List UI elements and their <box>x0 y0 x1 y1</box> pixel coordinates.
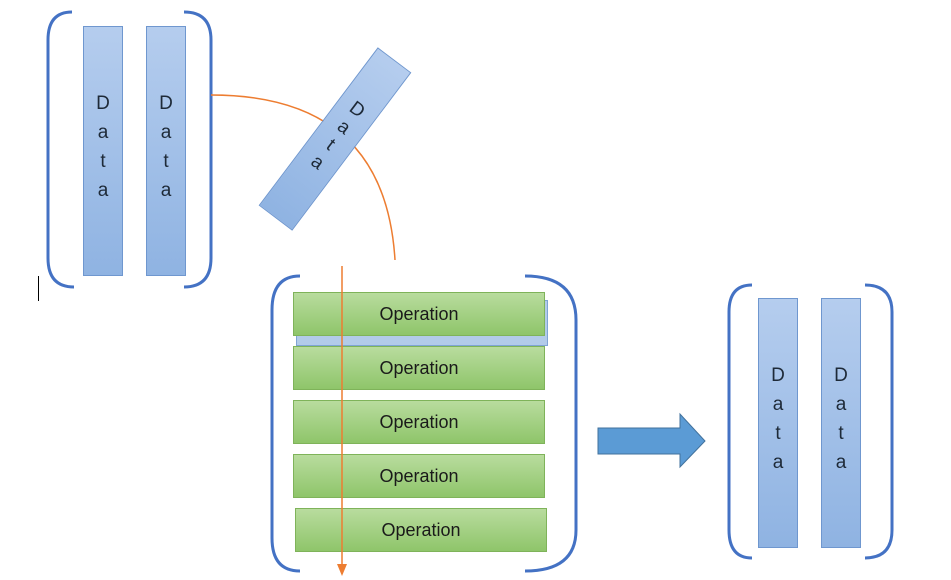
data-letter: D <box>834 365 848 386</box>
data-letter: t <box>100 151 106 172</box>
data-letter: a <box>160 122 172 143</box>
data-letter: a <box>97 122 109 143</box>
output-right-bracket <box>864 283 894 560</box>
data-letter: a <box>835 452 847 473</box>
operation-box-3: Operation <box>293 400 545 444</box>
data-letter: a <box>160 180 172 201</box>
data-letter: a <box>772 394 784 415</box>
data-letter: t <box>775 423 781 444</box>
operations-right-bracket <box>524 274 578 573</box>
data-letter: t <box>163 151 169 172</box>
operation-box-2: Operation <box>293 346 545 390</box>
text-cursor <box>38 276 39 301</box>
data-letter: a <box>772 452 784 473</box>
data-letter: a <box>835 394 847 415</box>
data-letter: t <box>838 423 844 444</box>
data-letter: D <box>96 93 110 114</box>
operation-box-1: Operation <box>293 292 545 336</box>
output-left-bracket <box>727 283 753 560</box>
input-right-bracket <box>183 10 213 289</box>
data-letter: a <box>97 180 109 201</box>
data-letter: D <box>159 93 173 114</box>
big-right-arrow <box>597 412 706 469</box>
operations-left-bracket <box>270 274 301 573</box>
flow-arrowhead-icon <box>337 564 347 576</box>
operation-box-4: Operation <box>293 454 545 498</box>
operation-box-5: Operation <box>295 508 547 552</box>
input-left-bracket <box>46 10 75 289</box>
data-letter: D <box>771 365 785 386</box>
